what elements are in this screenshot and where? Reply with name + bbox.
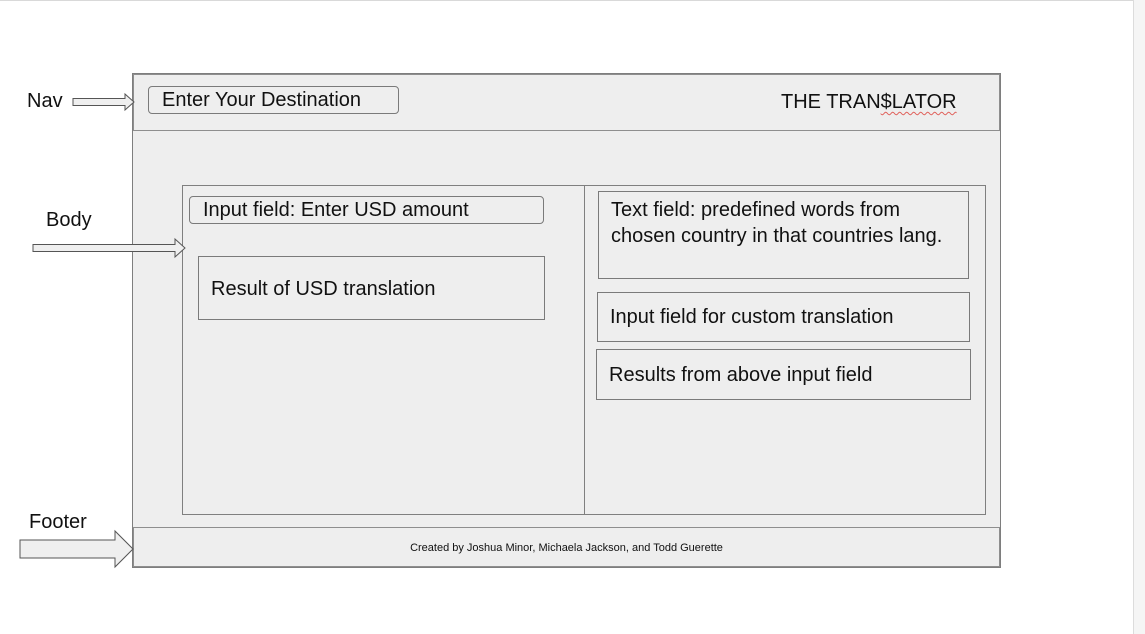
predefined-words-field: Text field: predefined words from chosen… [598, 191, 969, 279]
nav-annotation-label: Nav [27, 90, 63, 112]
custom-translation-input[interactable]: Input field for custom translation [597, 292, 970, 342]
right-scroll-strip [1133, 0, 1145, 634]
usd-translation-result: Result of USD translation [198, 256, 545, 320]
body-annotation-label: Body [46, 209, 92, 231]
spellcheck-underline: $LATOR [880, 91, 957, 113]
enter-destination-button[interactable]: Enter Your Destination [148, 86, 399, 114]
top-divider [0, 0, 1145, 1]
app-title-text: THE TRAN$LATOR [781, 91, 957, 113]
footer-bar [133, 527, 1000, 567]
footer-credit: Created by Joshua Minor, Michaela Jackso… [410, 542, 723, 554]
footer-arrow-icon [19, 529, 134, 569]
app-title: THE TRAN$LATOR [781, 89, 957, 115]
footer-annotation-label: Footer [29, 511, 87, 533]
usd-amount-input[interactable]: Input field: Enter USD amount [189, 196, 544, 224]
column-divider [584, 185, 585, 515]
custom-translation-result: Results from above input field [596, 349, 971, 400]
nav-arrow-icon [72, 92, 135, 112]
body-arrow-icon [32, 237, 186, 259]
